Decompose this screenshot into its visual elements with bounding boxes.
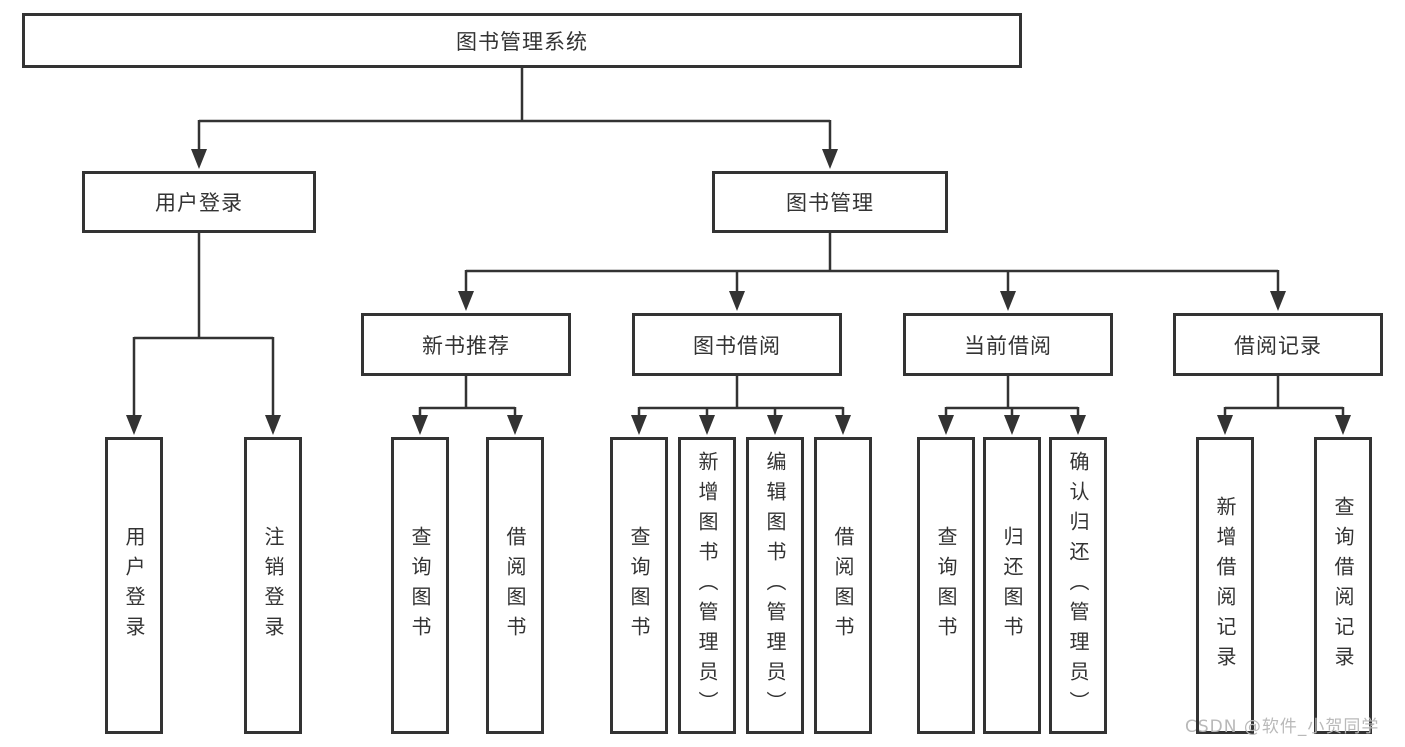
arrowheads bbox=[126, 149, 1351, 435]
connector-current-to-leaves bbox=[944, 376, 1080, 418]
node-label: 图书管理系统 bbox=[456, 29, 588, 54]
node-label: 注销登录 bbox=[261, 525, 285, 646]
node-label: 查询图书 bbox=[627, 525, 651, 646]
node-label: 图书管理 bbox=[786, 191, 874, 215]
node-label: 新书推荐 bbox=[422, 333, 510, 358]
node-label: 新增借阅记录 bbox=[1213, 495, 1237, 676]
node-label: 图书借阅 bbox=[693, 333, 781, 358]
node-label: 用户登录 bbox=[155, 191, 243, 215]
node-user-login: 用户登录 bbox=[82, 171, 316, 233]
leaf-user-login: 用户登录 bbox=[105, 437, 163, 734]
node-book-management: 图书管理 bbox=[712, 171, 948, 233]
connector-records-to-leaves bbox=[1223, 376, 1345, 418]
node-new-book-recommend: 新书推荐 bbox=[361, 313, 571, 376]
leaf-add-borrow-record: 新增借阅记录 bbox=[1196, 437, 1254, 734]
leaf-borrow-books-borrowing: 借阅图书 bbox=[814, 437, 872, 734]
node-borrowing-records: 借阅记录 bbox=[1173, 313, 1383, 376]
leaf-logout: 注销登录 bbox=[244, 437, 302, 734]
leaf-return-book: 归还图书 bbox=[983, 437, 1041, 734]
node-system-root: 图书管理系统 bbox=[22, 13, 1022, 68]
leaf-add-book-admin: 新增图书（管理员） bbox=[678, 437, 736, 734]
connector-root-to-level2 bbox=[197, 68, 832, 152]
node-label: 归还图书 bbox=[1000, 525, 1024, 646]
connector-paths bbox=[132, 68, 1345, 418]
node-label: 查询借阅记录 bbox=[1331, 495, 1355, 676]
node-book-borrowing: 图书借阅 bbox=[632, 313, 842, 376]
node-label: 借阅图书 bbox=[503, 525, 527, 646]
leaf-borrow-books-newbooks: 借阅图书 bbox=[486, 437, 544, 734]
leaf-query-books-current: 查询图书 bbox=[917, 437, 975, 734]
node-label: 用户登录 bbox=[122, 525, 146, 646]
leaf-confirm-return-admin: 确认归还（管理员） bbox=[1049, 437, 1107, 734]
node-label: 当前借阅 bbox=[964, 333, 1052, 358]
connector-borrowing-to-leaves bbox=[637, 376, 845, 418]
node-label: 借阅图书 bbox=[831, 525, 855, 646]
leaf-edit-book-admin: 编辑图书（管理员） bbox=[746, 437, 804, 734]
node-current-borrowing: 当前借阅 bbox=[903, 313, 1113, 376]
node-label: 确认归还（管理员） bbox=[1066, 450, 1090, 721]
leaf-query-books-borrowing: 查询图书 bbox=[610, 437, 668, 734]
leaf-query-books-newbooks: 查询图书 bbox=[391, 437, 449, 734]
node-label: 编辑图书（管理员） bbox=[763, 450, 787, 721]
connector-newbooks-to-leaves bbox=[418, 376, 517, 418]
node-label: 借阅记录 bbox=[1234, 333, 1322, 358]
watermark: CSDN @软件_小贺同学 bbox=[1185, 717, 1380, 737]
node-label: 新增图书（管理员） bbox=[695, 450, 719, 721]
connector-userlogin-to-leaves bbox=[132, 233, 275, 418]
connector-bookmgmt-to-level3 bbox=[464, 233, 1280, 294]
node-label: 查询图书 bbox=[934, 525, 958, 646]
node-label: 查询图书 bbox=[408, 525, 432, 646]
leaf-query-borrow-record: 查询借阅记录 bbox=[1314, 437, 1372, 734]
